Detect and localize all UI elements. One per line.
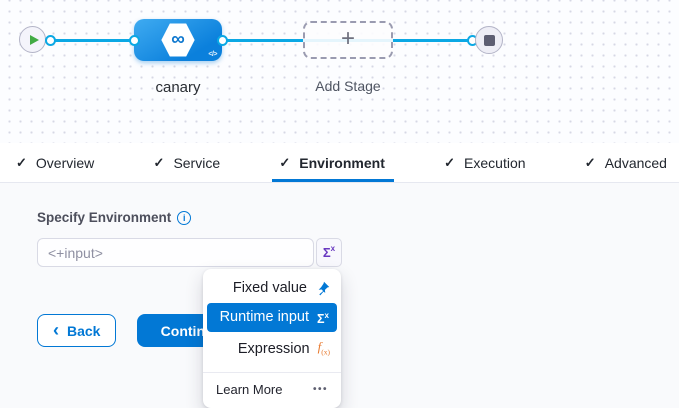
pipeline-start-node[interactable] <box>19 26 46 53</box>
menu-item-fixed-value[interactable]: Fixed value <box>203 276 341 301</box>
environment-tab-panel: Specify Environment i Σx ‹ Back Continue… <box>0 184 679 408</box>
check-icon: ✓ <box>279 154 291 170</box>
ellipsis-icon[interactable]: ••• <box>312 383 328 395</box>
learn-more-row[interactable]: Learn More ••• <box>203 371 341 408</box>
tab-execution[interactable]: ✓ Execution <box>444 154 526 171</box>
sigma-icon: Σ <box>322 245 331 260</box>
stop-icon <box>483 34 495 46</box>
stage-node-canary[interactable]: ∞ </> <box>134 19 222 61</box>
play-icon <box>29 34 39 45</box>
input-type-dropdown-menu: Fixed value Runtime input Σx Expression … <box>203 269 341 408</box>
back-button[interactable]: ‹ Back <box>37 314 117 347</box>
tab-advanced[interactable]: ✓ Advanced <box>584 154 667 171</box>
plus-icon: + <box>340 25 355 52</box>
menu-item-runtime-input[interactable]: Runtime input Σx <box>207 303 337 333</box>
add-stage-button[interactable]: + <box>303 21 393 59</box>
deploy-infinity-icon: ∞ <box>171 28 185 50</box>
stage-config-tabbar: ✓ Overview ✓ Service ✓ Environment ✓ Exe… <box>0 143 679 183</box>
stage-name-label: canary <box>155 79 201 96</box>
port-start-out[interactable] <box>44 34 56 46</box>
port-stage-in[interactable] <box>128 34 140 46</box>
code-icon: </> <box>208 51 217 58</box>
fx-icon: f(x) <box>317 339 330 357</box>
chevron-left-icon: ‹ <box>53 319 59 340</box>
add-stage-label[interactable]: Add Stage <box>315 78 381 94</box>
tab-environment[interactable]: ✓ Environment <box>272 143 395 182</box>
environment-input[interactable] <box>37 238 314 267</box>
info-icon[interactable]: i <box>177 210 192 225</box>
check-icon: ✓ <box>444 154 456 170</box>
check-icon: ✓ <box>584 154 596 170</box>
check-icon: ✓ <box>16 154 27 170</box>
pin-icon <box>318 281 330 296</box>
specify-environment-label: Specify Environment <box>37 210 172 225</box>
pipeline-end-node[interactable] <box>475 26 503 54</box>
tab-overview[interactable]: ✓ Overview <box>16 154 95 171</box>
learn-more-label: Learn More <box>216 381 283 397</box>
port-stage-out[interactable] <box>216 34 228 46</box>
check-icon: ✓ <box>153 154 165 170</box>
menu-item-expression[interactable]: Expression f(x) <box>203 334 341 365</box>
sigma-icon: Σx <box>317 311 329 327</box>
specify-environment-label-row: Specify Environment i <box>37 210 192 225</box>
stage-hexagon-badge: ∞ <box>161 23 195 57</box>
pipeline-canvas[interactable]: ∞ </> + canary Add Stage <box>0 0 679 143</box>
flow-connector-line <box>55 39 470 42</box>
tab-service[interactable]: ✓ Service <box>153 154 221 171</box>
